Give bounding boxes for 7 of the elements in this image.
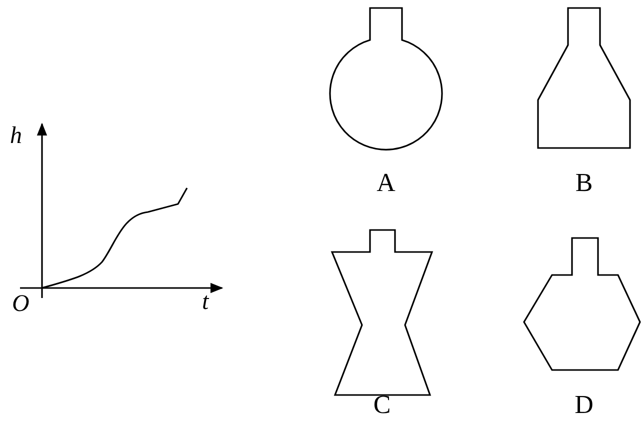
option-label: A xyxy=(376,170,396,196)
axis-label: t xyxy=(202,290,209,314)
axis-label: h xyxy=(10,124,22,148)
option-label: C xyxy=(373,392,391,418)
axis-label: O xyxy=(12,292,30,316)
option-label: D xyxy=(574,392,594,418)
option-label: B xyxy=(575,170,593,196)
